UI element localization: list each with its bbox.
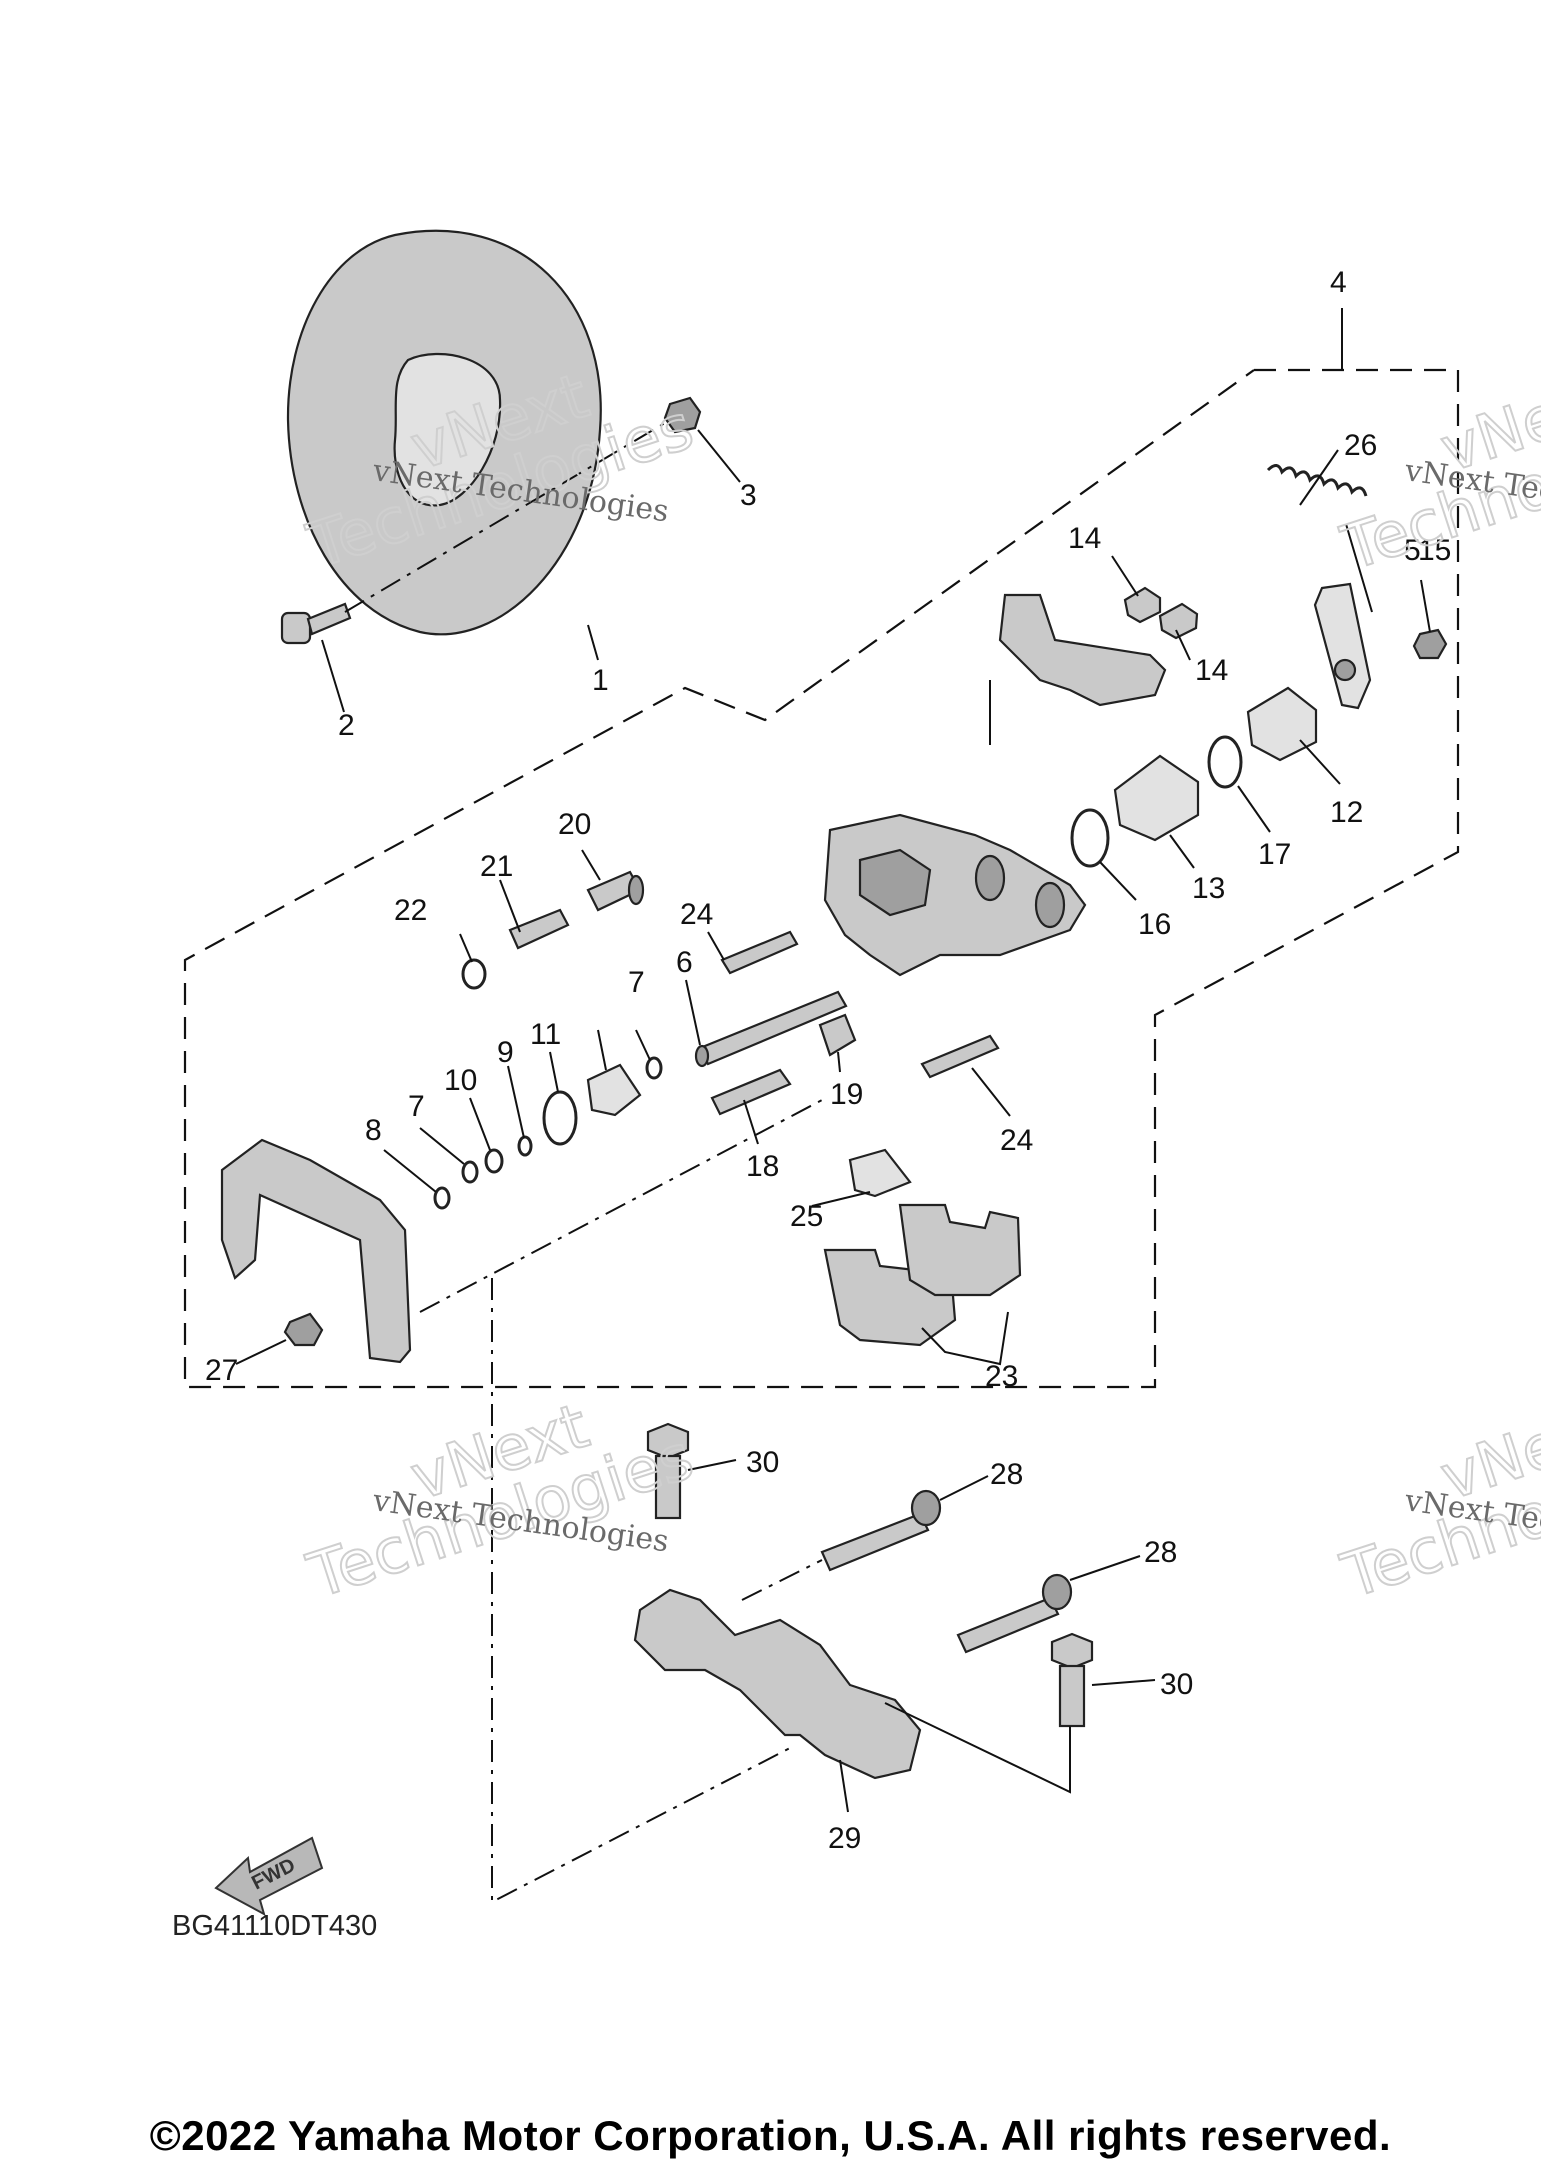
bolt-30-axis-right <box>884 1702 1071 1794</box>
callout-19: 19 <box>830 1078 863 1111</box>
seal-part-8 <box>433 1186 451 1210</box>
callout-11: 11 <box>530 1018 561 1051</box>
brake-disc-part <box>286 229 602 636</box>
callout-29: 29 <box>828 1822 861 1855</box>
caliper-bracket-part-29 <box>633 1588 922 1780</box>
copyright-notice: ©2022 Yamaha Motor Corporation, U.S.A. A… <box>149 2112 1392 2159</box>
spring-part <box>1266 464 1373 613</box>
callout-2: 2 <box>338 709 355 742</box>
caliper-assembly-boundary <box>183 368 1460 1389</box>
callout-14b: 14 <box>1195 654 1228 687</box>
disc-nut-part <box>663 396 702 434</box>
callout-23: 23 <box>985 1360 1018 1393</box>
boot-part-19 <box>818 1013 857 1057</box>
pin-part-21 <box>508 908 570 950</box>
callout-20: 20 <box>558 808 591 841</box>
watermark-bottom-right: vNext Technologies vNext Technologies <box>1332 1388 1541 1614</box>
callout-10: 10 <box>444 1064 477 1097</box>
callout-9: 9 <box>497 1036 514 1069</box>
bracket-axis-left <box>491 1278 791 1904</box>
bracket-bolt-part-30-lower <box>1050 1632 1094 1728</box>
parking-bracket-part <box>998 593 1167 707</box>
callout-3: 3 <box>740 479 757 512</box>
callout-6: 6 <box>676 946 693 979</box>
seal-part-7-lower <box>461 1160 479 1184</box>
callout-5: 5 <box>1404 534 1421 567</box>
callout-7a: 7 <box>628 966 645 999</box>
lever-nut-part <box>1412 628 1448 660</box>
o-ring-part-16 <box>1070 808 1110 868</box>
callout-27: 27 <box>205 1354 238 1387</box>
callout-12: 12 <box>1330 796 1363 829</box>
caliper-body-part <box>823 813 1087 977</box>
forward-arrow-icon: FWD <box>214 1836 324 1917</box>
adjuster-part-13 <box>1113 754 1200 842</box>
callout-8: 8 <box>365 1114 382 1147</box>
callout-14a: 14 <box>1068 522 1101 555</box>
support-plate-part <box>220 1138 412 1364</box>
pin-part-24-lower <box>920 1034 1000 1079</box>
callout-24a: 24 <box>680 898 713 931</box>
diagram-code: BG41110DT430 <box>172 1910 377 1942</box>
callout-17: 17 <box>1258 838 1291 871</box>
watermark-top-right: vNext Technologies vNext Technologies <box>1332 360 1541 586</box>
callout-labels: 1 2 3 4 5 6 7 7 8 9 10 11 12 13 14 14 15… <box>205 266 1451 1855</box>
callout-16: 16 <box>1138 908 1171 941</box>
bolt-28-axis <box>741 1559 823 1601</box>
seal-part-7-upper <box>645 1056 663 1080</box>
disc-bolt-axis <box>344 419 671 613</box>
callout-1: 1 <box>592 664 609 697</box>
brake-pads-part <box>823 1203 1022 1347</box>
callout-18: 18 <box>746 1150 779 1183</box>
callout-4: 4 <box>1330 266 1347 299</box>
callout-30a: 30 <box>746 1446 779 1479</box>
clip-part-25 <box>848 1148 912 1198</box>
seal-part-11 <box>542 1090 578 1146</box>
bracket-bolt-part-upper <box>1123 586 1162 624</box>
bracket-bolt-part-30-upper <box>646 1422 690 1520</box>
callout-15: 15 <box>1418 534 1451 567</box>
plate-axis <box>419 1099 823 1313</box>
seal-part-9 <box>517 1135 533 1157</box>
seal-part-10 <box>484 1148 504 1174</box>
callout-25: 25 <box>790 1200 823 1233</box>
bracket-bolt-part-lower <box>1158 602 1199 640</box>
plate-nut-part-27 <box>283 1312 324 1347</box>
callout-28a: 28 <box>990 1458 1023 1491</box>
callout-24b: 24 <box>1000 1124 1033 1157</box>
callout-7b: 7 <box>408 1090 425 1123</box>
pin-part-18 <box>710 1068 792 1116</box>
callout-leaders <box>235 429 1431 1813</box>
washer-part-22 <box>461 958 487 990</box>
callout-26: 26 <box>1344 429 1377 462</box>
pin-part-6 <box>694 990 848 1068</box>
pin-part-24-upper <box>720 930 799 975</box>
lever-part <box>1313 582 1372 710</box>
pin-part-20 <box>586 870 645 912</box>
disc-bolt-part <box>280 602 352 645</box>
watermark-bottom-left: vNext Technologies vNext Technologies <box>298 1388 702 1614</box>
callout-28b: 28 <box>1144 1536 1177 1569</box>
callout-13: 13 <box>1192 872 1225 905</box>
callout-21: 21 <box>480 850 513 883</box>
adjuster-part-12 <box>1246 686 1318 762</box>
callout-22: 22 <box>394 894 427 927</box>
o-ring-part-17 <box>1207 735 1243 789</box>
bracket-bolt-part-28-upper <box>820 1489 942 1572</box>
sleeve-part-5 <box>586 1063 642 1117</box>
bracket-bolt-part-28-lower <box>956 1573 1073 1654</box>
callout-30b: 30 <box>1160 1668 1193 1701</box>
